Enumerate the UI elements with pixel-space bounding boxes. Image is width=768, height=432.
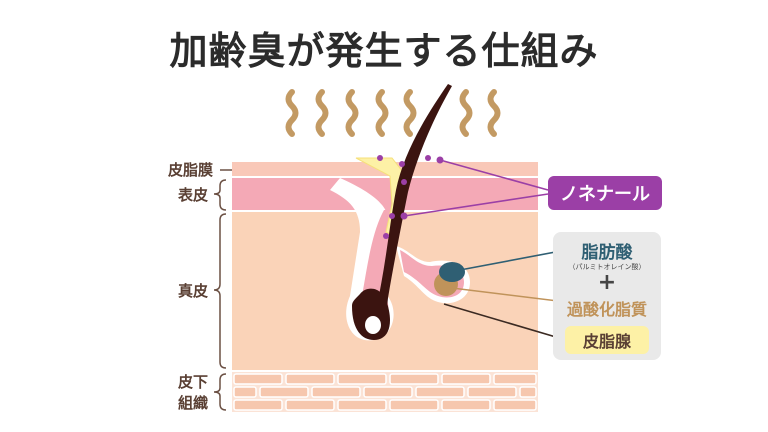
odor-wave [403,89,417,137]
bracket-epidermis [213,179,227,211]
label-sebum-film: 皮脂膜 [168,161,213,179]
subcutaneous-layer [232,372,538,412]
epidermis-layer [232,178,538,210]
odor-waves [285,89,501,137]
bracket-dermis [213,213,227,369]
fatty-acid-droplet [439,262,465,282]
leader-lines [403,159,567,341]
sebum-components-panel: 脂肪酸 （パルミトオレイン酸） + 過酸化脂質 皮脂腺 [553,232,661,360]
odor-wave [285,89,299,137]
page-title: 加齢臭が発生する仕組み [169,29,599,73]
fatty-acid-label: 脂肪酸 [581,243,633,263]
label-epidermis: 表皮 [178,186,208,204]
odor-wave [375,89,389,137]
sebaceous-gland-callout: 皮脂腺 [565,326,649,354]
fatty-acid-sublabel: （パルミトオレイン酸） [568,263,646,271]
odor-wave [345,89,359,137]
label-subcutaneous-1: 皮下 [178,373,208,391]
odor-wave [459,89,473,137]
sebaceous-gland [396,246,470,304]
layer-labels: 皮脂膜 表皮 真皮 皮下 組織 [168,161,232,412]
label-dermis: 真皮 [178,282,208,300]
hair-shaft [367,84,452,335]
odor-wave [487,89,501,137]
bracket-subcutaneous [213,373,227,411]
nonenal-callout: ノネナール [548,176,662,210]
plus-sign: + [597,270,617,295]
hair-papilla [365,316,381,334]
lipid-peroxide-label: 過酸化脂質 [566,300,647,319]
odor-wave [315,89,329,137]
label-subcutaneous-2: 組織 [178,394,208,412]
